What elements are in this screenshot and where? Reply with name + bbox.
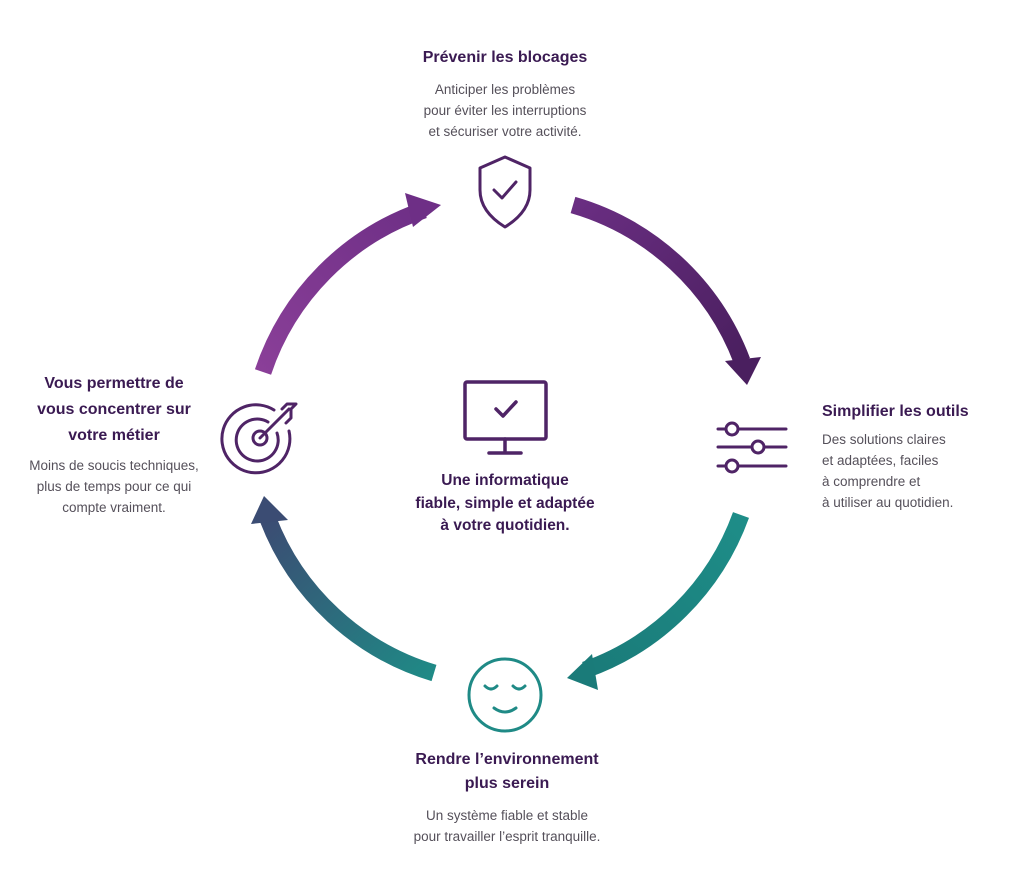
desc-line: Un système fiable et stable [425, 808, 589, 823]
step-description: Un système fiable et stable pour travail… [382, 805, 632, 847]
step-title: Rendre l’environnement plus serein [382, 748, 632, 796]
shield-check-icon [478, 155, 532, 229]
desc-line: à utiliser au quotidien. [822, 495, 954, 510]
desc-line: Anticiper les problèmes [434, 82, 576, 97]
desc-line: et sécuriser votre activité. [428, 124, 582, 139]
title-line: plus serein [464, 775, 550, 792]
arrow-left-to-top [254, 201, 427, 375]
desc-line: compte vraiment. [62, 500, 166, 515]
arrow-bottom-to-left [260, 515, 437, 682]
step-title: Prévenir les blocages [395, 46, 615, 70]
step-description: Moins de soucis techniques, plus de temp… [14, 455, 214, 518]
arrow-top-to-right [570, 196, 750, 365]
step-description: Anticiper les problèmes pour éviter les … [395, 79, 615, 142]
desc-line: Moins de soucis techniques, [29, 458, 199, 473]
desc-line: pour travailler l’esprit tranquille. [413, 829, 601, 844]
desc-line: pour éviter les interruptions [423, 103, 587, 118]
center-line: Une informatique [441, 472, 569, 489]
arrowhead-bottom [567, 654, 598, 690]
center-statement: Une informatique fiable, simple et adapt… [395, 470, 615, 538]
arrowhead-right [725, 357, 761, 385]
desc-line: Des solutions claires [822, 432, 946, 447]
title-line: votre métier [68, 427, 160, 444]
arrowhead-top-left [405, 193, 441, 227]
desc-line: plus de temps pour ce qui [36, 479, 192, 494]
center-line: fiable, simple et adaptée [415, 494, 595, 512]
step-title: Vous permettre de vous concentrer sur vo… [14, 371, 214, 449]
step-description: Des solutions claires et adaptées, facil… [822, 429, 1017, 513]
arrowhead-left [251, 496, 288, 524]
calm-face-icon [467, 657, 543, 733]
title-line: vous concentrer sur [37, 401, 191, 418]
center-line: à votre quotidien. [440, 517, 570, 534]
step-focus: Vous permettre de vous concentrer sur vo… [14, 371, 214, 518]
step-simplify: Simplifier les outils Des solutions clai… [822, 400, 1017, 513]
target-arrow-icon [220, 402, 298, 475]
sliders-icon [716, 421, 788, 474]
title-line: Simplifier les outils [822, 403, 969, 420]
step-prevent: Prévenir les blocages Anticiper les prob… [395, 46, 615, 142]
step-serene: Rendre l’environnement plus serein Un sy… [382, 748, 632, 847]
desc-line: à comprendre et [822, 474, 921, 489]
step-title: Simplifier les outils [822, 400, 1017, 424]
title-line: Vous permettre de [44, 375, 184, 392]
title-line: Prévenir les blocages [422, 49, 588, 66]
monitor-check-icon [463, 380, 548, 455]
arrow-right-to-bottom [582, 512, 749, 679]
title-line: Rendre l’environnement [415, 751, 599, 768]
desc-line: et adaptées, faciles [822, 453, 939, 468]
